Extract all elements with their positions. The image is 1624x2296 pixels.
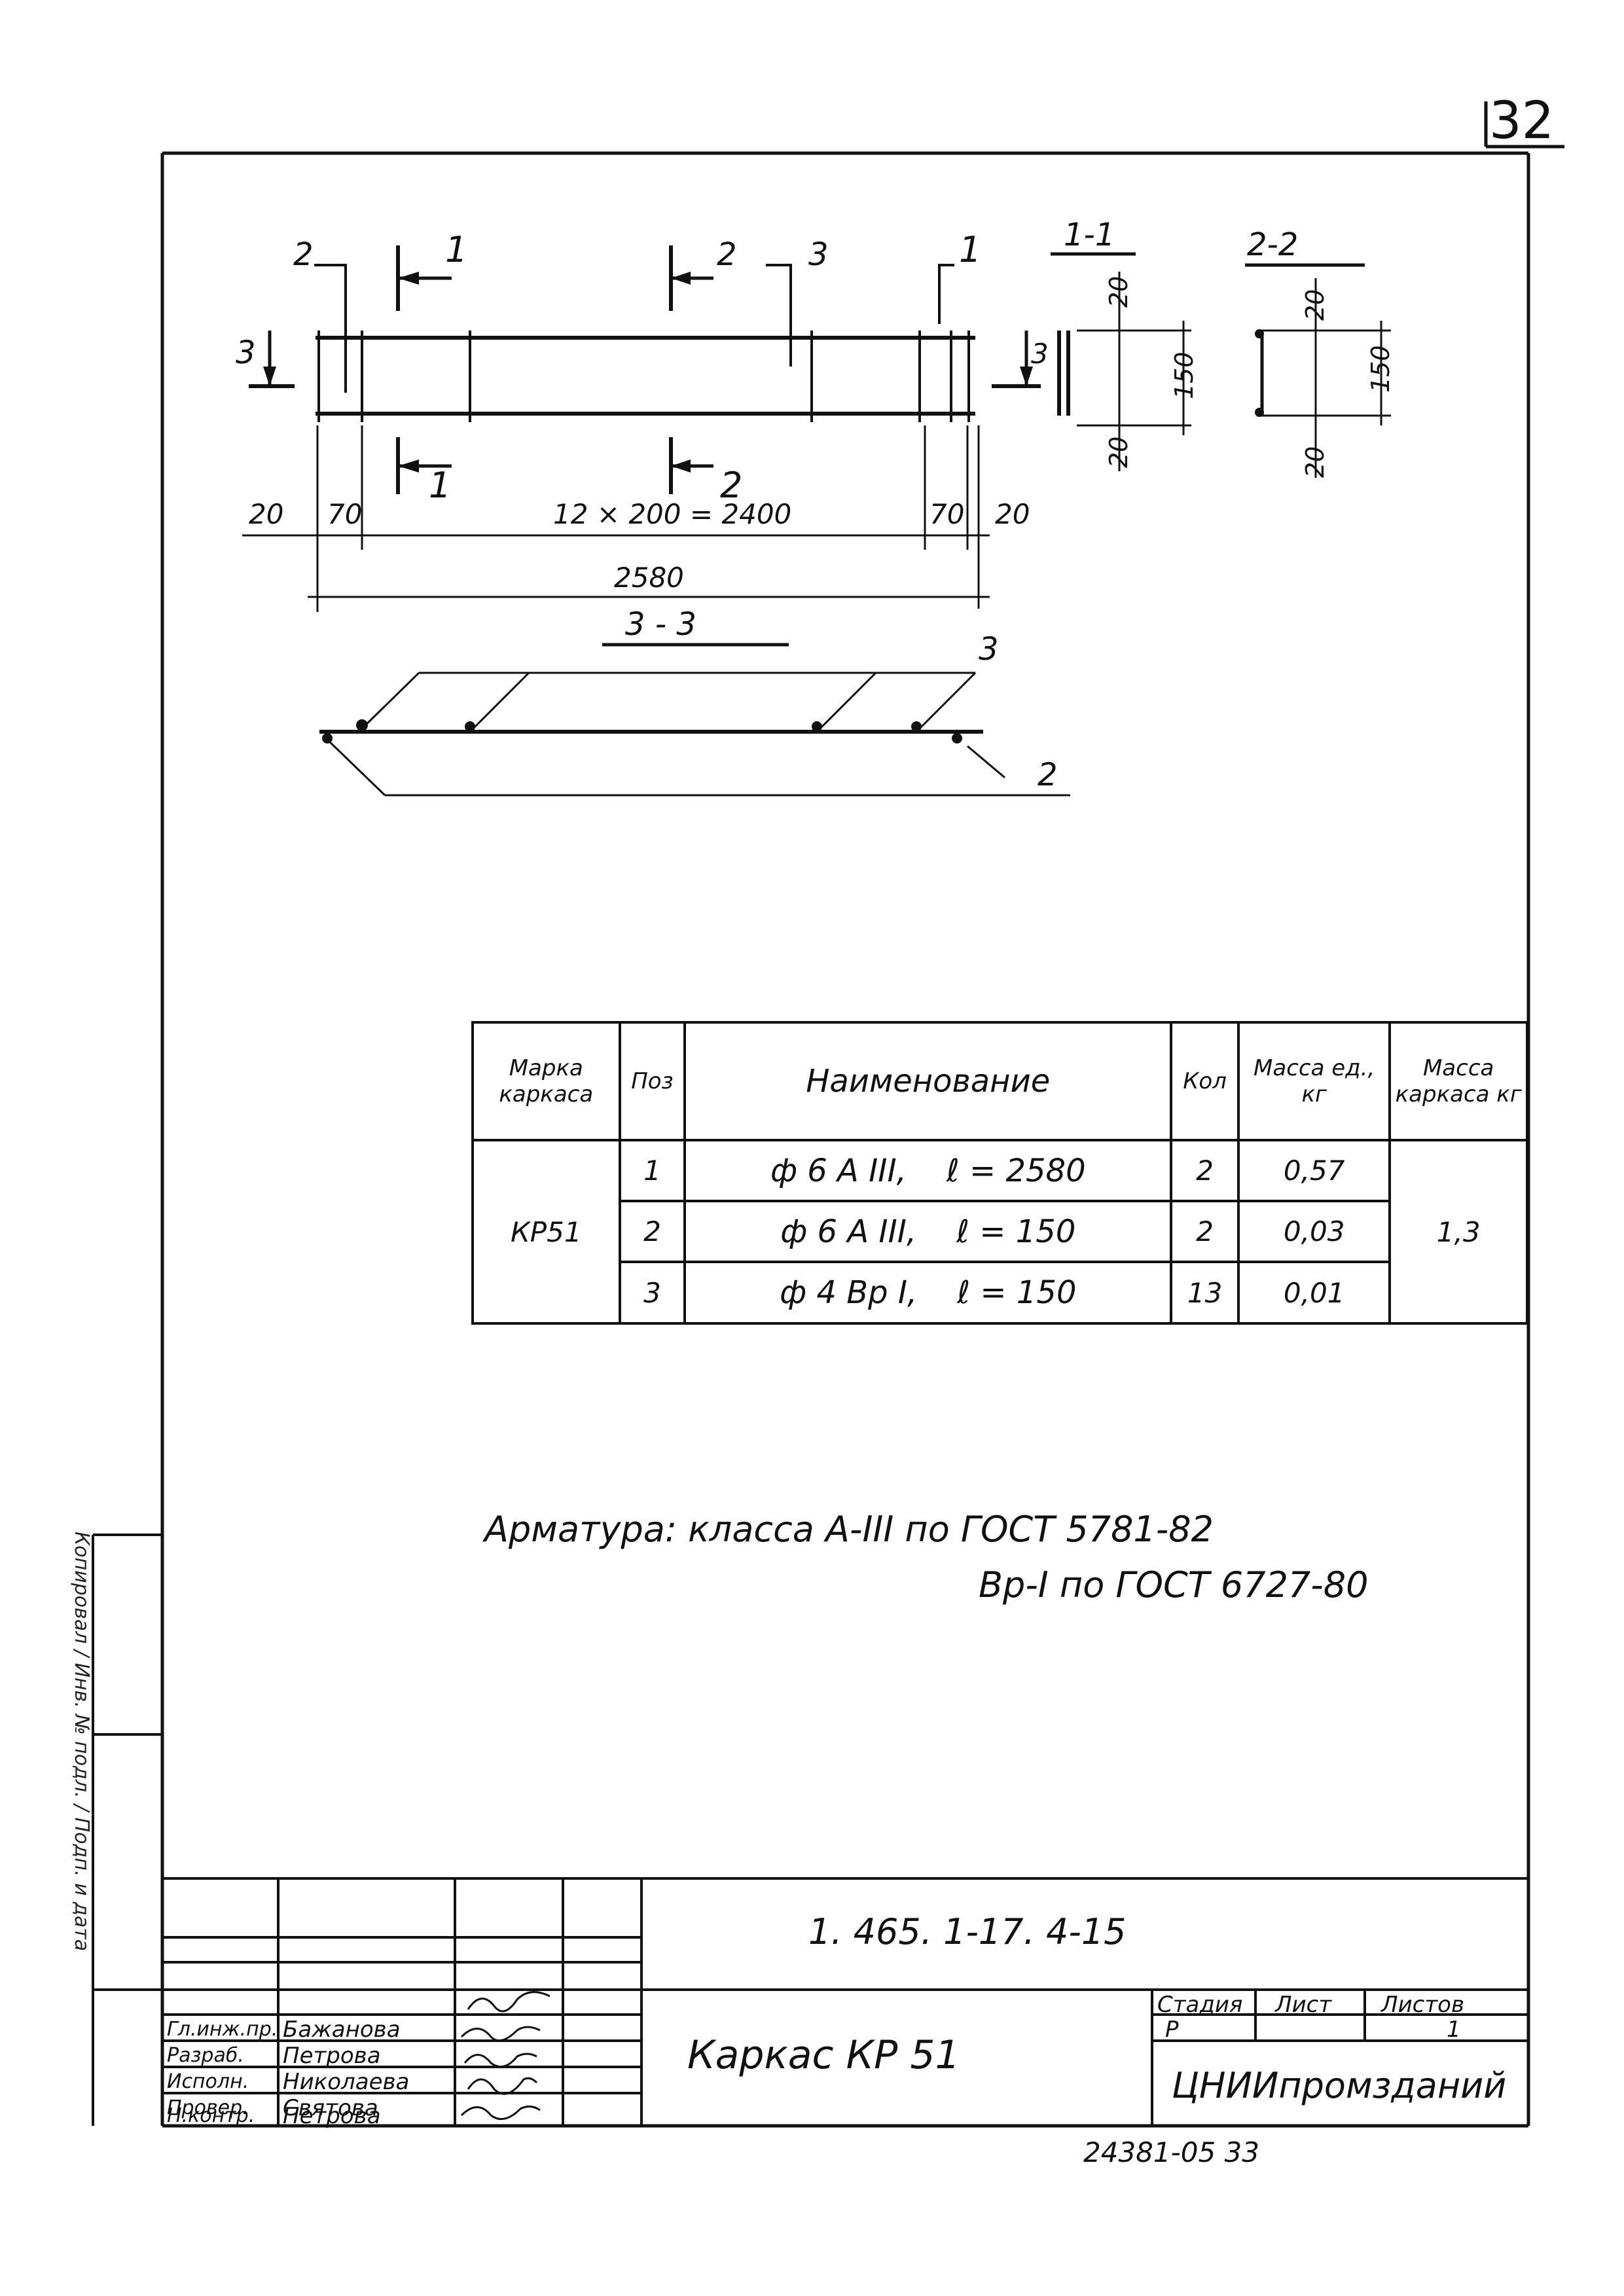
role-label: Разраб. [167, 2044, 244, 2067]
section-33-title: 3 - 3 [625, 606, 696, 643]
section-22-dim-height: 150 [1366, 345, 1395, 393]
cell-unit-mass: 0,57 [1237, 1139, 1392, 1202]
cell-qty: 13 [1170, 1261, 1240, 1325]
person-name: Святова [283, 2095, 378, 2121]
cell-unit-mass: 0,01 [1237, 1261, 1392, 1325]
header-pos: Поз [618, 1021, 687, 1141]
header-unit-mass: Масса ед., кг [1237, 1021, 1392, 1141]
label-cut3-left: 3 [236, 334, 256, 371]
label-cut1-bottom: 1 [429, 465, 452, 506]
label-pos2-top: 2 [293, 236, 314, 273]
section-22-dim-bottom: 20 [1301, 446, 1329, 478]
section-11-dim-bottom: 20 [1104, 436, 1133, 468]
cell-name: ф 4 Вр I, ℓ = 150 [683, 1261, 1173, 1325]
cell-qty: 2 [1170, 1139, 1240, 1202]
section-33-pos2: 2 [1038, 757, 1058, 793]
role-label: Провер. [167, 2096, 249, 2119]
organization: ЦНИИпромзданий [1172, 2065, 1507, 2106]
dim-20-right: 20 [995, 498, 1030, 530]
cell-unit-mass: 0,03 [1237, 1200, 1392, 1263]
label-pos3-top: 3 [808, 236, 829, 273]
dim-total: 2580 [614, 562, 684, 594]
person-name: Бажанова [283, 2017, 401, 2043]
dim-20-left: 20 [249, 498, 284, 530]
sheets-value: 1 [1447, 2017, 1461, 2043]
table-row: 2 ф 6 А III, ℓ = 150 2 0,03 [473, 1200, 1527, 1263]
cell-qty: 2 [1170, 1200, 1240, 1263]
header-frame-mass: Масса каркаса кг [1388, 1021, 1528, 1141]
signature-2 [460, 2026, 541, 2042]
header-mark: Марка каркаса [471, 1021, 621, 1141]
table-row: 3 ф 4 Вр I, ℓ = 150 13 0,01 [473, 1261, 1527, 1325]
note-line-1: Арматура: класса А-III по ГОСТ 5781-82 [484, 1509, 1214, 1550]
bottom-code: 24381-05 33 [1083, 2136, 1260, 2168]
note-line-2: Вр-I по ГОСТ 6727-80 [979, 1564, 1369, 1605]
section-11-dim-height: 150 [1170, 351, 1199, 399]
section-11-title: 1-1 [1064, 217, 1115, 253]
spec-table: Марка каркаса Поз Наименование Кол Масса… [471, 1021, 1528, 1325]
header-name: Наименование [683, 1021, 1173, 1141]
role-label: Исполн. [167, 2070, 249, 2093]
label-cut2-bottom: 2 [720, 465, 743, 506]
label-cut3-right: 3 [1031, 338, 1049, 370]
header-qty: Кол [1170, 1021, 1240, 1141]
section-11-dim-top: 20 [1104, 276, 1133, 308]
cell-pos: 3 [618, 1261, 687, 1325]
section-33-pos3: 3 [979, 631, 999, 668]
cell-name: ф 6 А III, ℓ = 150 [683, 1200, 1173, 1263]
signature-4 [467, 2077, 538, 2095]
cell-frame-mass: 1,3 [1388, 1139, 1528, 1325]
cell-name: ф 6 А III, ℓ = 2580 [683, 1139, 1173, 1202]
dim-70-left: 70 [327, 498, 363, 530]
section-22-dim-top: 20 [1301, 289, 1329, 321]
dim-span: 12 × 200 = 2400 [553, 498, 792, 530]
cell-pos: 2 [618, 1200, 687, 1263]
table-row: КР51 1 ф 6 А III, ℓ = 2580 2 0,57 1,3 [471, 1139, 1528, 1325]
page-number: 32 [1489, 92, 1555, 151]
stage-value: Р [1165, 2017, 1179, 2043]
stage-label: Стадия [1157, 1992, 1243, 2018]
side-margin-label: Копировал / Инв. № подл. / Подп. и дата [70, 1532, 93, 1952]
label-pos1-top: 1 [959, 229, 982, 270]
signature-3 [463, 2053, 537, 2068]
sheet-label: Лист [1275, 1992, 1332, 2018]
signature-5 [460, 2106, 541, 2121]
person-name: Петрова [283, 2043, 381, 2069]
person-name: Николаева [283, 2069, 410, 2095]
cell-pos: 1 [618, 1139, 687, 1202]
dim-70-right: 70 [929, 498, 965, 530]
label-cut2-top: 2 [717, 236, 737, 273]
sheets-label: Листов [1381, 1992, 1465, 2018]
person-name: Петрова [283, 2103, 381, 2129]
section-22-title: 2-2 [1247, 226, 1299, 263]
drawing-title: Каркас КР 51 [687, 2032, 960, 2078]
signature-1 [467, 1991, 550, 2013]
role-label: Н.контр. [167, 2104, 255, 2127]
label-cut1-top: 1 [445, 229, 468, 270]
role-label: Гл.инж.пр. [167, 2018, 278, 2041]
doc-code: 1. 465. 1-17. 4-15 [808, 1911, 1127, 1952]
cell-mark: КР51 [471, 1139, 621, 1325]
